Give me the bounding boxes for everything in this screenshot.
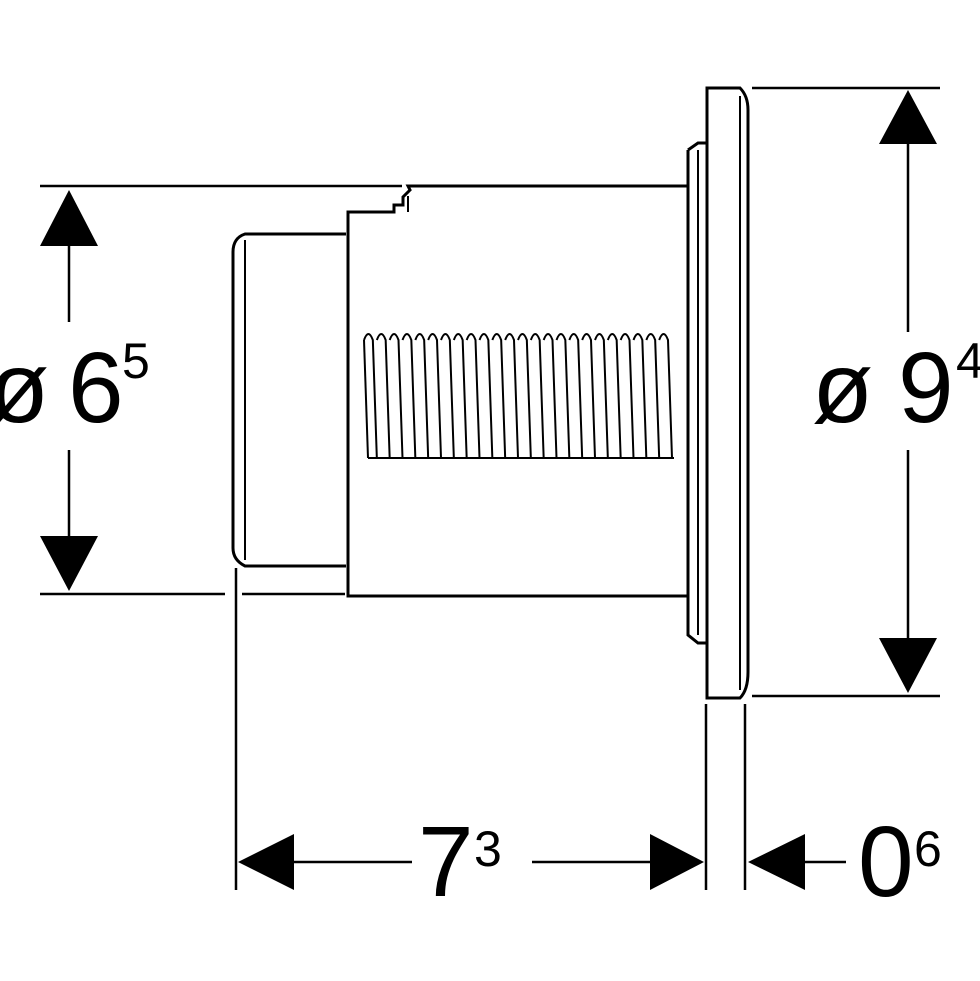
thread-stroke (504, 333, 519, 459)
thread-stroke (555, 333, 571, 459)
thread-pattern (363, 333, 674, 459)
thread-stroke (645, 333, 661, 459)
push-button (231, 232, 346, 568)
thread-stroke (375, 333, 391, 459)
thread-stroke (414, 333, 430, 459)
thread-stroke (478, 333, 494, 459)
plate-thickness-dimension: 0 6 (748, 806, 942, 918)
thread-stroke (401, 333, 417, 459)
thread-stroke (427, 333, 442, 459)
thread-stroke (658, 333, 673, 459)
arrow-left-icon (238, 834, 294, 890)
thread-stroke (465, 333, 481, 459)
main-body (346, 184, 690, 598)
thread-stroke (594, 333, 609, 459)
arrow-up-icon (40, 190, 98, 246)
inner-diameter-superscript: 5 (122, 333, 150, 389)
thread-edge (363, 339, 369, 459)
thread-stroke (606, 333, 622, 459)
outer-diameter-symbol: ø (812, 332, 873, 444)
plate-thickness-value: 0 (858, 806, 914, 918)
thread-stroke (452, 333, 468, 459)
thread-stroke (363, 333, 378, 459)
arrow-down-icon (40, 536, 98, 591)
thread-stroke (568, 333, 584, 459)
thread-stroke (632, 333, 648, 459)
outer-diameter-dimension: ø 9 4 (812, 90, 980, 693)
thread-stroke (440, 333, 455, 459)
outer-diameter-superscript: 4 (956, 333, 980, 389)
thread-stroke (388, 333, 404, 459)
depth-superscript: 3 (474, 821, 502, 877)
flange-plate (686, 86, 750, 700)
thread-stroke (517, 333, 532, 459)
thread-stroke (619, 333, 635, 459)
thread-stroke (491, 333, 507, 459)
arrow-down-icon (879, 638, 937, 693)
outer-diameter-value: 9 (898, 332, 954, 444)
inner-diameter-dimension: ø 6 5 (0, 190, 150, 591)
inner-diameter-symbol: ø (0, 332, 49, 444)
arrow-up-icon (879, 90, 937, 144)
thread-stroke (542, 333, 558, 459)
plate-thickness-superscript: 6 (914, 821, 942, 877)
inner-diameter-value: 6 (68, 332, 124, 444)
arrow-right-icon (650, 834, 704, 890)
thread-stroke (581, 333, 596, 459)
depth-dimension: 7 3 (238, 806, 704, 918)
thread-stroke (529, 333, 545, 459)
extension-lines (40, 86, 940, 890)
arrow-left-icon (748, 834, 805, 890)
depth-value: 7 (418, 806, 474, 918)
